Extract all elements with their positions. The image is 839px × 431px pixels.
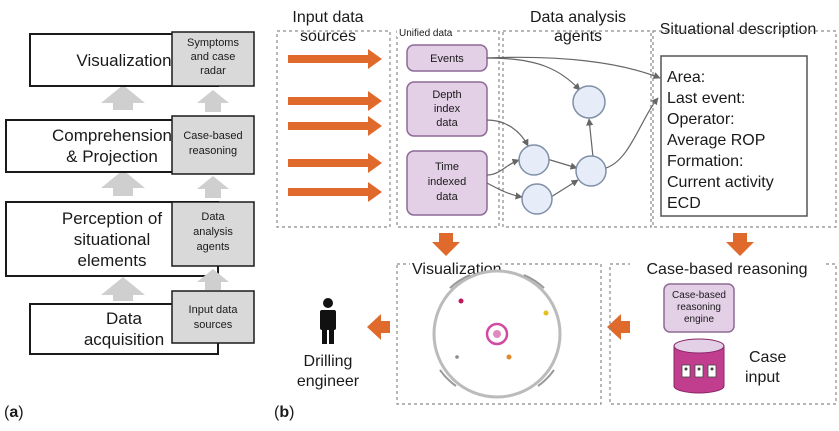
unified-item-text: index — [434, 103, 461, 115]
right-box-symptoms: Symptoms and case radar — [171, 31, 255, 87]
input-sources-region — [276, 30, 391, 228]
right-box-text: Case-based — [183, 130, 242, 142]
situation-title: Situational description — [660, 21, 817, 38]
agents-title: Data analysis — [530, 9, 626, 26]
agents-title: agents — [554, 28, 602, 45]
left-box-text: Visualization — [76, 51, 171, 70]
left-box-text: situational — [74, 230, 151, 249]
up-arrow-icon — [197, 269, 229, 290]
unified-item-time: Time indexed data — [406, 150, 488, 216]
orange-left-arrow-icon — [367, 314, 390, 340]
unified-item-text: data — [436, 191, 458, 203]
up-arrow-icon — [197, 176, 229, 198]
situation-line: Average ROP — [667, 132, 765, 149]
cbr-region — [609, 263, 837, 405]
left-box-text: Comprehension — [52, 126, 172, 145]
orange-down-arrow-icon — [432, 233, 460, 256]
agent-node — [572, 85, 606, 119]
left-box-text: & Projection — [66, 147, 158, 166]
right-box-text: agents — [196, 241, 230, 253]
orange-down-arrow-icon — [726, 233, 754, 256]
unified-item-text: Depth — [432, 89, 461, 101]
orange-arrow-icon — [288, 153, 382, 173]
right-box-text: Input data — [189, 304, 239, 316]
right-box-input: Input data sources — [171, 290, 255, 344]
unified-item-depth: Depth index data — [406, 81, 488, 137]
up-arrow-icon — [101, 277, 145, 301]
unified-item-text: Time — [435, 161, 459, 173]
panel-a-label: (a) — [4, 404, 24, 421]
engineer-label: engineer — [297, 373, 360, 390]
orange-left-arrow-icon — [607, 314, 630, 340]
up-arrow-icon — [197, 90, 229, 112]
right-box-text: Data — [201, 211, 225, 223]
cbr-engine-text: engine — [684, 314, 714, 325]
case-input-label: Case — [749, 349, 786, 366]
left-box-text: Data — [106, 309, 142, 328]
situation-line: Current activity — [667, 174, 774, 191]
cbr-engine-box: Case-based reasoning engine — [663, 283, 735, 333]
situation-line: Area: — [667, 69, 705, 86]
agent-node — [575, 155, 607, 187]
unified-data-title: Unified data — [399, 28, 453, 39]
up-arrow-icon — [101, 170, 145, 196]
orange-arrow-icon — [288, 116, 382, 136]
cbr-title: Case-based reasoning — [647, 261, 808, 278]
agents-region — [502, 30, 652, 228]
input-sources-title: sources — [300, 28, 356, 45]
left-box-text: Perception of — [62, 209, 162, 228]
radar-icon — [432, 269, 562, 399]
orange-arrow-icon — [288, 91, 382, 111]
situation-region — [652, 30, 837, 228]
engineer-label: Drilling — [304, 353, 353, 370]
cbr-engine-text: Case-based — [672, 290, 726, 301]
agent-node — [518, 144, 550, 176]
agent-node — [521, 183, 553, 215]
unified-item-events: Events — [406, 44, 488, 72]
situation-line: Last event: — [667, 90, 745, 107]
situation-line: Formation: — [667, 153, 743, 170]
unified-item-text: indexed — [428, 176, 467, 188]
left-box-text: elements — [78, 251, 147, 270]
right-box-text: radar — [200, 65, 226, 77]
right-box-text: Symptoms — [187, 37, 239, 49]
right-box-text: reasoning — [189, 145, 237, 157]
orange-arrow-icon — [288, 49, 382, 69]
left-box-text: acquisition — [84, 330, 164, 349]
database-icon — [673, 338, 725, 394]
person-icon — [320, 298, 336, 344]
input-sources-title: Input data — [292, 9, 363, 26]
right-box-text: and case — [191, 51, 236, 63]
situation-box — [660, 55, 808, 217]
panel-a: Visualization Comprehension & Projection… — [4, 31, 255, 421]
orange-arrow-icon — [288, 182, 382, 202]
situation-line: Operator: — [667, 111, 735, 128]
cbr-engine-text: reasoning — [677, 302, 721, 313]
situation-line: ECD — [667, 195, 701, 212]
right-box-text: analysis — [193, 226, 233, 238]
panel-b-label: (b) — [274, 404, 294, 421]
right-box-agents: Data analysis agents — [171, 201, 255, 267]
unified-item-text: Events — [430, 53, 464, 65]
unified-item-text: data — [436, 117, 458, 129]
right-box-case-based: Case-based reasoning — [171, 115, 255, 175]
case-input-label: input — [745, 369, 780, 386]
right-box-text: sources — [194, 319, 233, 331]
panel-b: Input data sources Unified data Events D… — [274, 9, 837, 421]
agent-connections — [486, 56, 661, 200]
up-arrow-icon — [101, 85, 145, 110]
